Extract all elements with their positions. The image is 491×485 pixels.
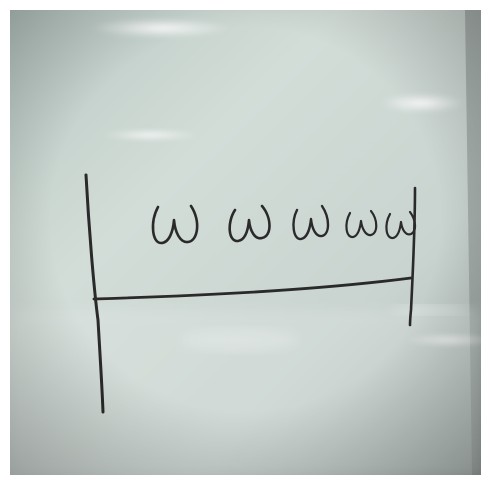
photo-vignette bbox=[10, 10, 481, 475]
whiteboard-photo bbox=[10, 10, 481, 475]
whiteboard-scene bbox=[10, 10, 481, 475]
